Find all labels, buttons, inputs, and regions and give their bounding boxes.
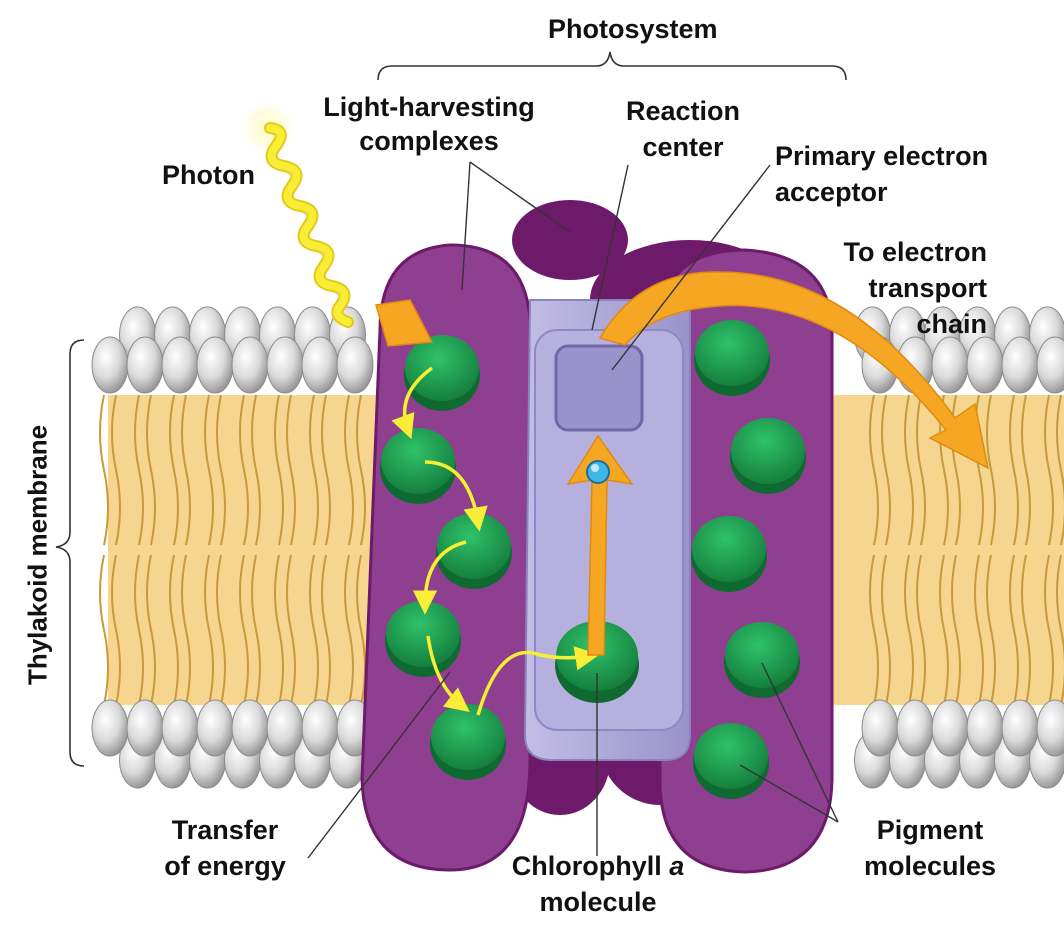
pigment-molecule [430, 704, 506, 780]
to-etc-label-line3: chain [780, 309, 987, 340]
lipid-head [932, 337, 968, 393]
primary-acceptor-label-line2: acceptor [775, 177, 888, 208]
lipid-head [197, 700, 233, 756]
lipid-head [92, 700, 128, 756]
pigment-molecule [385, 601, 461, 677]
lipid-head [162, 700, 198, 756]
pigment-molecule [404, 335, 480, 411]
photosystem-label: Photosystem [548, 14, 668, 45]
light-harvesting-label-line2: complexes [298, 126, 560, 157]
thylakoid-membrane-label: Thylakoid membrane [23, 425, 54, 685]
transfer-energy-label-line1: Transfer [140, 815, 310, 846]
lipid-head [967, 337, 1003, 393]
lipid-head [162, 337, 198, 393]
lipid-head [197, 337, 233, 393]
lipid-head [92, 337, 128, 393]
lipid-head [127, 700, 163, 756]
pigment-molecule [693, 723, 769, 799]
lipid-head [1002, 337, 1038, 393]
pigment-molecule [691, 516, 767, 592]
lipid-tail [100, 395, 108, 545]
lipid-head [897, 700, 933, 756]
reaction-center-label-line2: center [608, 132, 758, 163]
lipid-head [862, 700, 898, 756]
to-etc-label-line2: transport [780, 273, 987, 304]
lipid-head [267, 337, 303, 393]
chlorophyll-label-italic: a [669, 851, 684, 881]
lipid-head [302, 700, 338, 756]
membrane-bracket [56, 340, 84, 766]
photon-label: Photon [162, 160, 255, 191]
lipid-head [337, 337, 373, 393]
photosystem-bracket [378, 52, 846, 80]
chlorophyll-label-line2: molecule [480, 887, 716, 918]
light-harvesting-label-line1: Light-harvesting [298, 92, 560, 123]
primary-acceptor-label-line1: Primary electron [775, 141, 988, 172]
reaction-center-label-line1: Reaction [608, 96, 758, 127]
lipid-head [232, 700, 268, 756]
lipid-head [932, 700, 968, 756]
lipid-head [232, 337, 268, 393]
pigment-molecule [724, 622, 800, 698]
chlorophyll-label-line1: Chlorophyll a [480, 851, 716, 882]
to-etc-label-line1: To electron [780, 237, 987, 268]
pigment-molecule [694, 320, 770, 396]
lipid-tail [100, 555, 108, 705]
lipid-head [302, 337, 338, 393]
primary-electron-acceptor [556, 346, 642, 430]
pigment-label-line1: Pigment [830, 815, 1030, 846]
lipid-head [267, 700, 303, 756]
transfer-energy-label-line2: of energy [140, 851, 310, 882]
lipid-head [1002, 700, 1038, 756]
pigment-molecule [730, 418, 806, 494]
lipid-head [127, 337, 163, 393]
pigment-label-line2: molecules [830, 851, 1030, 882]
electron [587, 461, 609, 483]
chlorophyll-label-text: Chlorophyll [512, 851, 662, 881]
lipid-head [967, 700, 1003, 756]
